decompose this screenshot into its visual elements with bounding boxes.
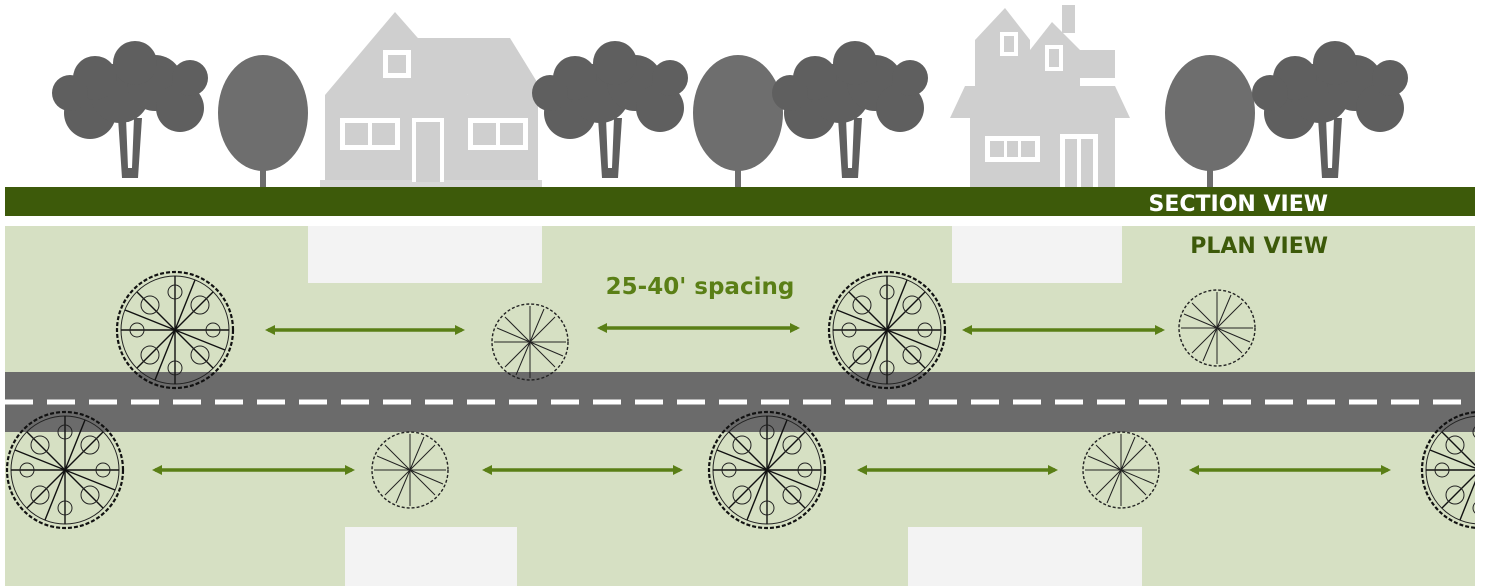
small-tree-icon [693,55,783,188]
building-footprint [908,527,1142,586]
section-view: SECTION VIEW [5,5,1475,217]
building-footprint [308,226,542,283]
canopy-tree-icon [772,41,928,178]
ground-strip [5,187,1475,216]
small-tree-icon [1165,55,1255,188]
building-footprint [345,527,517,586]
house-icon [950,5,1130,188]
section-view-label: SECTION VIEW [1149,192,1329,217]
small-tree-icon [218,55,308,188]
canopy-tree-icon [52,41,208,178]
canopy-tree-icon [1252,41,1408,178]
spacing-label: 25-40' spacing [606,274,795,300]
canopy-tree-icon [532,41,688,178]
plan-view-label: PLAN VIEW [1190,234,1328,259]
building-footprint [952,226,1122,283]
plan-view: PLAN VIEW 25-40' spacing [5,226,1487,586]
house-icon [320,12,545,187]
